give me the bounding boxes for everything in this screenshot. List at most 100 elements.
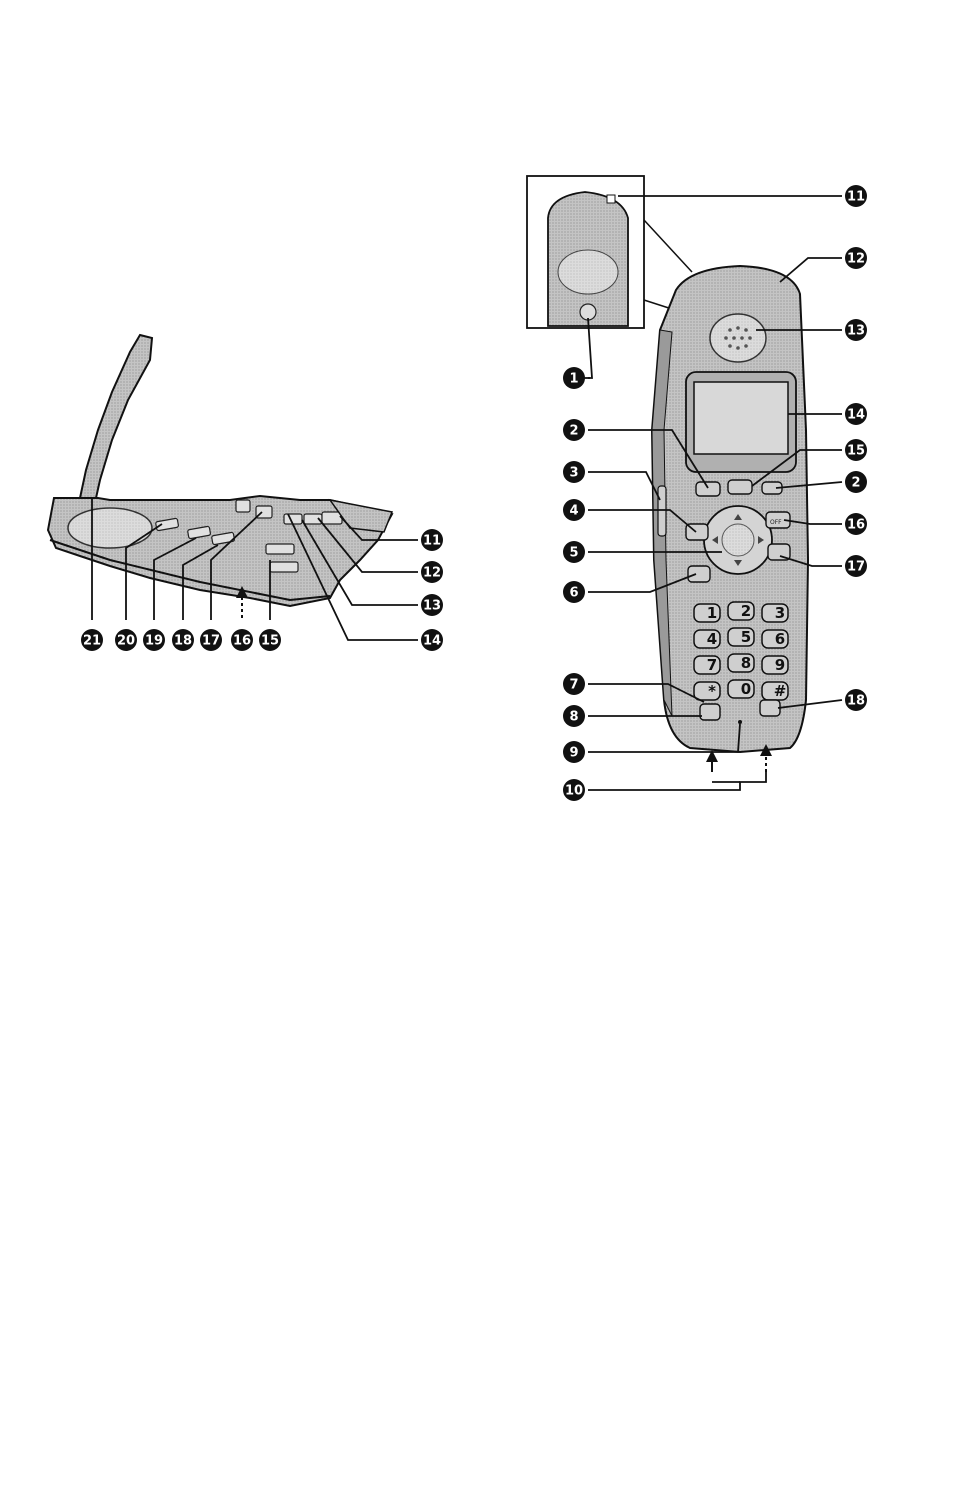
base-speaker-grille: [68, 508, 152, 548]
callout-number: 1: [569, 372, 578, 387]
base-cradle-arm: [80, 335, 152, 498]
callout-number: 18: [174, 634, 192, 649]
navigator-center[interactable]: [722, 524, 754, 556]
handset-display: [694, 382, 788, 454]
speaker-key[interactable]: [688, 566, 710, 582]
callout-number: 11: [847, 190, 865, 205]
callout-number: 2: [851, 476, 860, 491]
base-callout-11: 11: [421, 529, 443, 551]
keypad-key-label: *: [708, 682, 716, 700]
callout-number: 17: [847, 560, 865, 575]
keypad-key-k1[interactable]: 1: [694, 604, 720, 622]
base-button[interactable]: [236, 500, 250, 512]
keypad-key-cap[interactable]: [694, 682, 720, 700]
callout-number: 16: [847, 518, 865, 533]
handset-callout-9: 9: [563, 741, 585, 763]
microphone: [738, 720, 742, 724]
keypad-key-label: 9: [775, 656, 785, 674]
callout-number: 19: [145, 634, 163, 649]
keypad-key-kstar[interactable]: *: [694, 682, 720, 700]
handset-earpiece: [710, 314, 766, 362]
callout-number: 17: [202, 634, 220, 649]
keypad-key-label: 4: [707, 630, 717, 648]
base-button[interactable]: [270, 562, 298, 572]
off-key-label: OFF: [770, 519, 782, 526]
side-jack-cover: [658, 486, 666, 536]
base-callout-19: 19: [143, 629, 165, 651]
keypad-key-label: 8: [741, 654, 751, 672]
callout-number: 12: [423, 566, 441, 581]
callout-number: 21: [83, 634, 101, 649]
base-callout-15: 15: [259, 629, 281, 651]
inset-zoom-line: [644, 220, 692, 272]
callout-number: 9: [569, 746, 578, 761]
handset-callout-18: 18: [845, 689, 867, 711]
callout-number: 16: [233, 634, 251, 649]
base-callout-13: 13: [421, 594, 443, 616]
keypad-key-label: 1: [707, 604, 717, 622]
keypad-key-k8[interactable]: 8: [728, 654, 754, 672]
callout-number: 7: [569, 678, 578, 693]
handset-callout-11: 11: [845, 185, 867, 207]
callout-number: 4: [569, 504, 578, 519]
base-button[interactable]: [266, 544, 294, 554]
handset-callout-1: 1: [563, 367, 585, 389]
base-callout-12: 12: [421, 561, 443, 583]
callout-number: 12: [847, 252, 865, 267]
handset-callout-8: 8: [563, 705, 585, 727]
handset-callout-10: 10: [563, 779, 585, 801]
flash-key[interactable]: [760, 700, 780, 716]
keypad-key-k5[interactable]: 5: [728, 628, 754, 646]
handset-inset-jack: [580, 304, 596, 320]
keypad-key-k9[interactable]: 9: [762, 656, 788, 674]
keypad-key-label: 0: [741, 680, 751, 698]
callout-number: 13: [423, 599, 441, 614]
handset-callout-4: 4: [563, 499, 585, 521]
soft-key-left[interactable]: [696, 482, 720, 496]
handset-callout-13: 13: [845, 319, 867, 341]
intercom-key[interactable]: [700, 704, 720, 720]
handset: OFF 123456789*0#: [527, 176, 867, 801]
handset-callout-6: 6: [563, 581, 585, 603]
handset-callout-15: 15: [845, 439, 867, 461]
callout-number: 20: [117, 634, 135, 649]
callout-number: 14: [423, 634, 441, 649]
keypad-key-k2[interactable]: 2: [728, 602, 754, 620]
base-callout-20: 20: [115, 629, 137, 651]
base-callout-14: 14: [421, 629, 443, 651]
handset-callout-16: 16: [845, 513, 867, 535]
keypad-key-label: 5: [741, 628, 751, 646]
handset-callout-2: 2: [845, 471, 867, 493]
handset-callout-12: 12: [845, 247, 867, 269]
keypad-key-k0[interactable]: 0: [728, 680, 754, 698]
base-callout-21: 21: [81, 629, 103, 651]
keypad-key-k7[interactable]: 7: [694, 656, 720, 674]
callout-number: 3: [569, 466, 578, 481]
base-unit: 21 20 19 18 17 16 15 14 13 12 11: [48, 335, 443, 651]
callout-number: 2: [569, 424, 578, 439]
callout-number: 14: [847, 408, 865, 423]
callout-number: 10: [565, 784, 583, 799]
handset-inset-led: [607, 195, 615, 203]
callout-number: 8: [569, 710, 578, 725]
keypad-key-k3[interactable]: 3: [762, 604, 788, 622]
handset-callout-14: 14: [845, 403, 867, 425]
callout-number: 5: [569, 546, 578, 561]
keypad-key-label: 6: [775, 630, 785, 648]
keypad-key-khash[interactable]: #: [762, 682, 788, 700]
keypad-key-k6[interactable]: 6: [762, 630, 788, 648]
callout-number: 13: [847, 324, 865, 339]
base-callout-18: 18: [172, 629, 194, 651]
keypad-key-label: 2: [741, 602, 751, 620]
handset-callout-5: 5: [563, 541, 585, 563]
keypad-key-k4[interactable]: 4: [694, 630, 720, 648]
callout-number: 15: [847, 444, 865, 459]
keypad-key-label: #: [774, 682, 787, 700]
handset-callout-17: 17: [845, 555, 867, 577]
keypad-key-label: 7: [707, 656, 717, 674]
menu-key[interactable]: [728, 480, 752, 494]
callout-number: 11: [423, 534, 441, 549]
handset-callout-3: 3: [563, 461, 585, 483]
handset-callout-2: 2: [563, 419, 585, 441]
